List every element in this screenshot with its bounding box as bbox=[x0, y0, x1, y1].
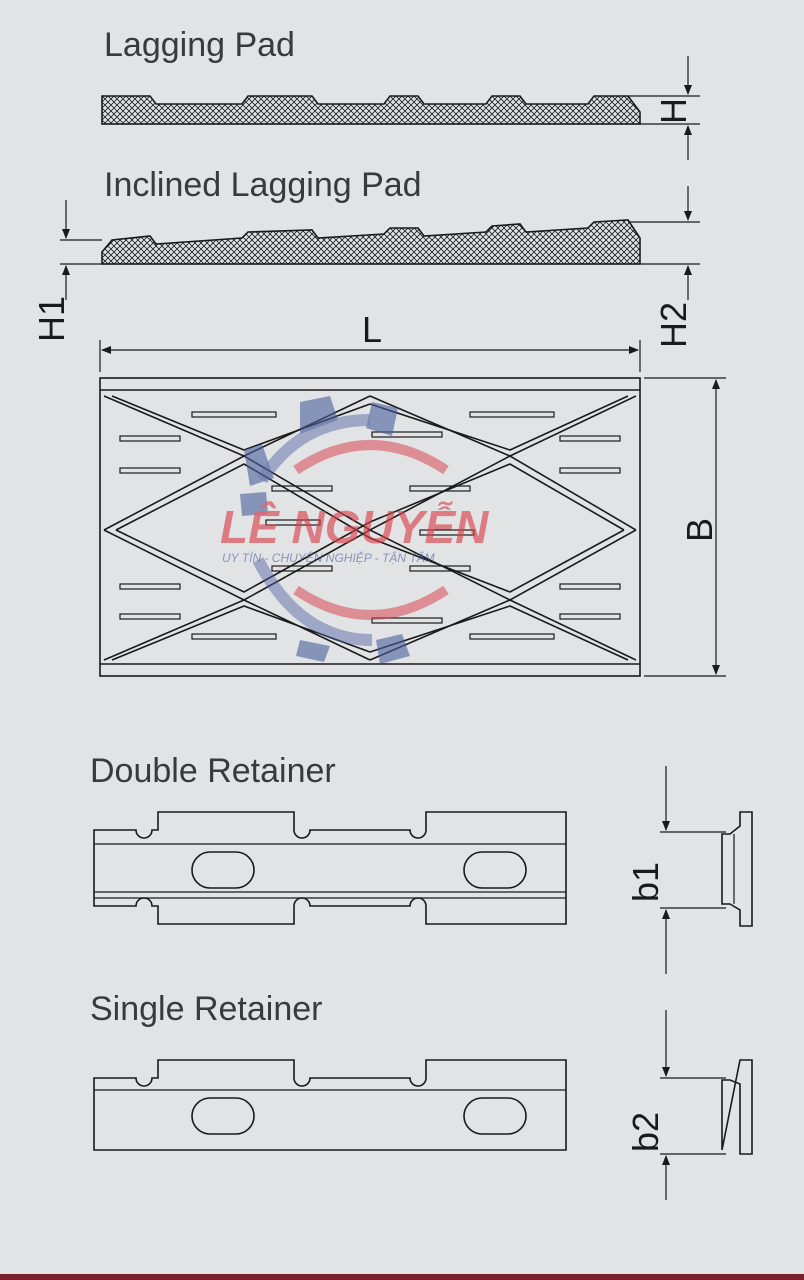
double-retainer-title: Double Retainer bbox=[90, 752, 336, 790]
dimension-H1: H1 bbox=[31, 200, 72, 342]
dimension-b2: b2 bbox=[625, 1010, 726, 1200]
lagging-pad-section: Lagging Pad H bbox=[101, 26, 700, 160]
double-retainer-drawing bbox=[93, 811, 753, 927]
inclined-lagging-pad-drawing bbox=[60, 219, 700, 265]
dimension-H: H bbox=[653, 56, 694, 160]
plan-view-section: L bbox=[99, 309, 726, 677]
lagging-pad-title: Lagging Pad bbox=[104, 26, 295, 64]
single-retainer-section: Single Retainer b2 bbox=[90, 990, 753, 1200]
gear-logo-icon bbox=[240, 396, 449, 664]
dimension-L: L bbox=[99, 309, 641, 372]
dimension-label-B: B bbox=[679, 518, 720, 542]
dimension-label-b1: b1 bbox=[625, 862, 666, 902]
double-retainer-section: Double Retainer b1 bbox=[90, 752, 753, 974]
lagging-pad-drawing bbox=[101, 95, 700, 125]
dimension-B: B bbox=[644, 377, 726, 677]
watermark-tagline: UY TÍN - CHUYÊN NGHIỆP - TẬN TÂM bbox=[222, 550, 435, 565]
dimension-label-H2: H2 bbox=[653, 302, 694, 348]
dimension-label-L: L bbox=[362, 309, 382, 350]
dimension-b1: b1 bbox=[625, 766, 726, 974]
dimension-H2: H2 bbox=[653, 186, 694, 348]
single-retainer-drawing bbox=[93, 1059, 753, 1155]
inclined-lagging-pad-title: Inclined Lagging Pad bbox=[104, 166, 422, 204]
dimension-label-b2: b2 bbox=[625, 1112, 666, 1152]
single-retainer-title: Single Retainer bbox=[90, 990, 322, 1028]
inclined-lagging-pad-section: Inclined Lagging Pad H1 H2 bbox=[31, 166, 700, 348]
watermark: LÊ NGUYỄN UY TÍN - CHUYÊN NGHIỆP - TẬN T… bbox=[220, 396, 489, 664]
watermark-brand: LÊ NGUYỄN bbox=[220, 501, 489, 553]
footer-bar bbox=[0, 1274, 804, 1280]
dimension-label-H: H bbox=[653, 98, 694, 124]
dimension-label-H1: H1 bbox=[31, 296, 72, 342]
